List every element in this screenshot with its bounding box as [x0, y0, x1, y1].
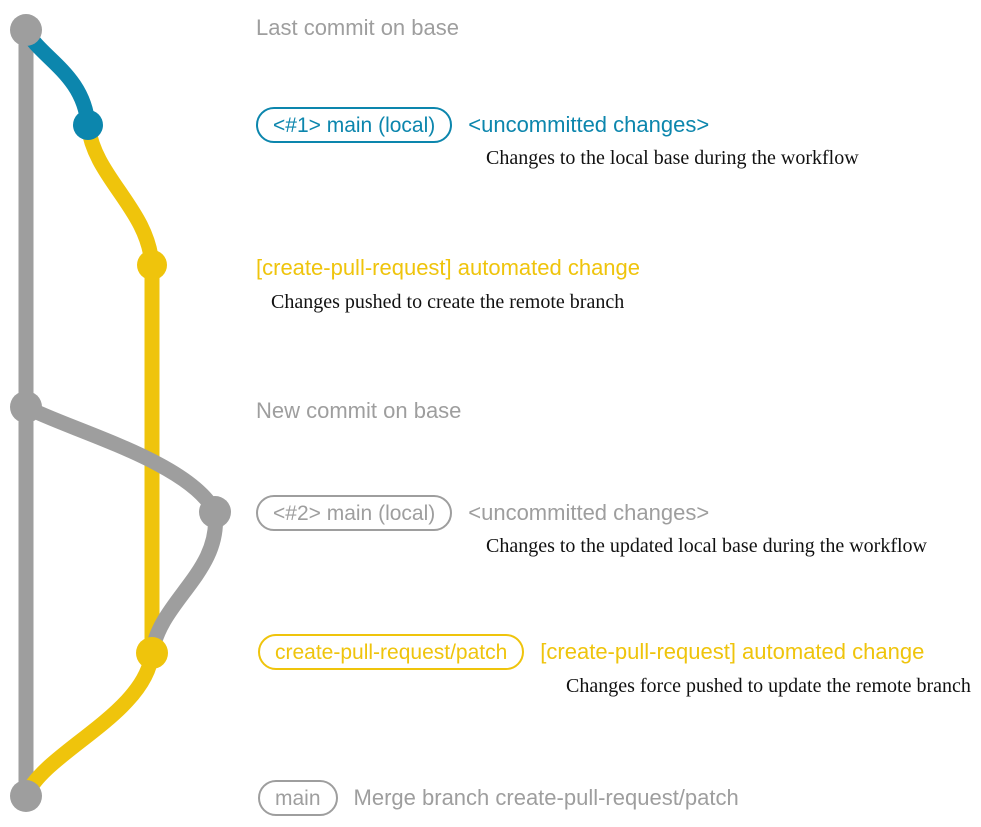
node-local-working-copy-1 [73, 110, 103, 140]
node-merge-commit [10, 780, 42, 812]
entry-headline: [create-pull-request] automated change [256, 255, 641, 280]
entry-subtitle-local-main-2: Changes to the updated local base during… [486, 535, 927, 557]
branch-pill-main[interactable]: main [258, 780, 338, 816]
edge-base-to-local-2 [18, 399, 223, 520]
node-base-head-commit [10, 14, 42, 46]
branch-pill-local-main-1[interactable]: <#1> main (local) [256, 107, 453, 143]
graph-nodes [10, 14, 231, 812]
entry-automated-change-1: [create-pull-request] automated change [256, 250, 640, 286]
entry-subtitle-local-main-1: Changes to the local base during the wor… [486, 147, 859, 169]
entry-headline: <uncommitted changes> [468, 500, 710, 525]
entry-headline: Merge branch create-pull-request/patch [353, 785, 739, 810]
edge-base-to-local-1 [18, 22, 96, 133]
edge-local-2-to-patch-2 [144, 504, 223, 661]
entry-last-commit-on-base: Last commit on base [256, 10, 459, 46]
entry-new-commit-on-base: New commit on base [256, 393, 461, 429]
branch-pill-create-pull-request-patch[interactable]: create-pull-request/patch [258, 634, 525, 670]
edge-patch-2-to-merge [18, 645, 160, 804]
entry-local-main-1: <#1> main (local) <uncommitted changes> [256, 107, 709, 143]
node-local-working-copy-2 [199, 496, 231, 528]
entry-subtitle-automated-change-1: Changes pushed to create the remote bran… [271, 291, 625, 313]
branch-pill-local-main-2[interactable]: <#2> main (local) [256, 495, 453, 531]
entry-headline: New commit on base [256, 398, 462, 423]
node-patch-commit-1 [137, 250, 167, 280]
entry-subtitle-automated-change-2: Changes force pushed to update the remot… [566, 675, 971, 697]
entry-headline: <uncommitted changes> [468, 112, 710, 137]
node-base-new-commit [10, 391, 42, 423]
entry-headline: Last commit on base [256, 15, 459, 40]
entry-merge-commit: main Merge branch create-pull-request/pa… [258, 780, 739, 816]
node-patch-commit-2 [136, 637, 168, 669]
entry-headline: [create-pull-request] automated change [540, 639, 925, 664]
entry-local-main-2: <#2> main (local) <uncommitted changes> [256, 495, 709, 531]
edge-local-1-to-patch-1 [80, 117, 160, 273]
entry-automated-change-2: create-pull-request/patch [create-pull-r… [258, 634, 924, 670]
